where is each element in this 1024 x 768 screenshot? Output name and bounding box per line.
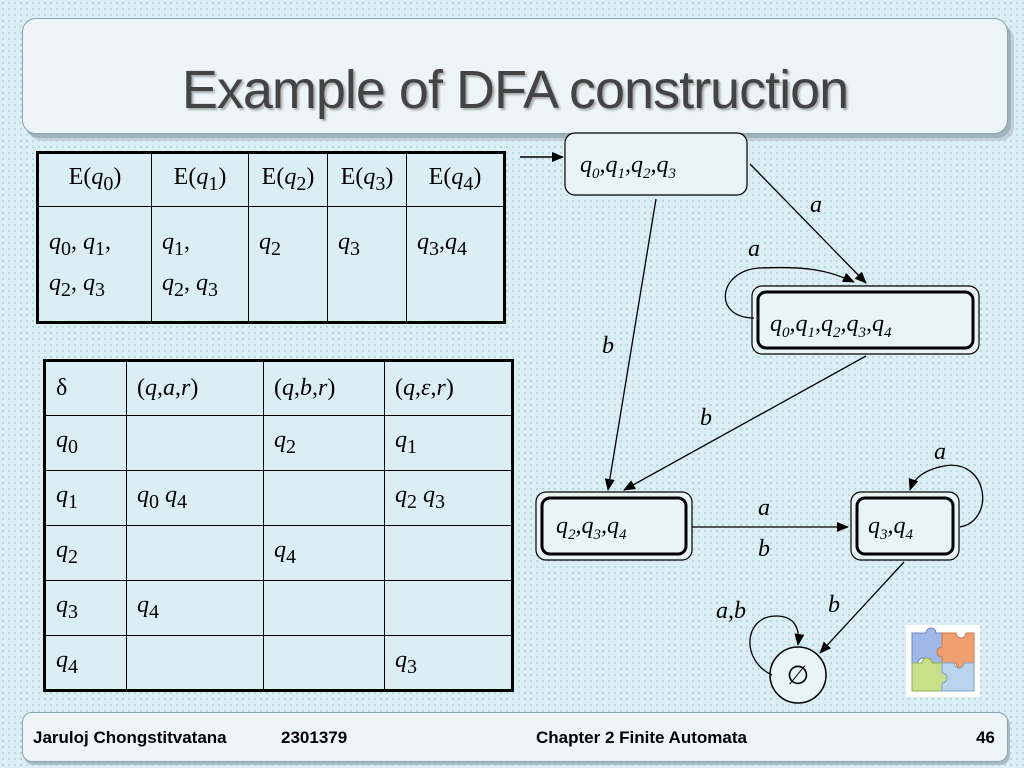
- dfa-state-accept: q3,q4: [850, 491, 960, 561]
- footer-author: Jaruloj Chongstitvatana: [33, 728, 227, 747]
- dfa-state-empty: ∅: [769, 646, 827, 704]
- eclosure-cell: q0, q1,q2, q3: [37, 206, 152, 323]
- svg-text:q2,q3,q4: q2,q3,q4: [556, 513, 627, 543]
- transition-arrow: [908, 464, 984, 528]
- table-row: q2 q4: [44, 525, 513, 581]
- eclosure-cell: q2: [248, 206, 328, 323]
- delta-state: q3: [44, 580, 127, 636]
- delta-state: q1: [44, 470, 127, 526]
- delta-cell: [126, 635, 264, 691]
- delta-header: (q,b,r): [263, 360, 385, 416]
- dfa-state-accept: q0,q1,q2,q3,q4: [751, 285, 980, 355]
- dfa-state-start: q0,q1,q2,q3: [564, 132, 748, 196]
- slide-title: Example of DFA construction: [181, 60, 849, 120]
- eclosure-cell: q1,q2, q3: [151, 206, 249, 323]
- delta-cell: [263, 635, 385, 691]
- delta-header: (q,ε,r): [384, 360, 513, 416]
- edge-label: a,b: [716, 598, 746, 624]
- edge-label: a: [748, 236, 760, 262]
- delta-header: δ: [44, 360, 127, 416]
- table-row: q0 q2 q1: [44, 415, 513, 471]
- delta-state: q4: [44, 635, 127, 691]
- title-box: Example of DFA construction: [22, 18, 1008, 134]
- svg-text:q0,q1,q2,q3,q4: q0,q1,q2,q3,q4: [770, 311, 892, 341]
- footer-page-number: 46: [976, 728, 995, 747]
- table-row: q4 q3: [44, 635, 513, 691]
- edge-label: b: [602, 333, 614, 359]
- transition-arrow: [749, 615, 805, 676]
- delta-cell: q3: [384, 635, 513, 691]
- transition-arrow: [819, 561, 905, 654]
- svg-text:∅: ∅: [787, 661, 810, 690]
- dfa-state-accept: q2,q3,q4: [535, 491, 693, 561]
- edge-label: b: [828, 592, 840, 618]
- transition-arrow: [604, 198, 657, 491]
- transition-arrow: [623, 355, 867, 491]
- transition-table: δ (q,a,r) (q,b,r) (q,ε,r) q0 q2 q1 q1 q0…: [43, 359, 514, 692]
- edge-label: b: [758, 536, 770, 562]
- delta-cell: [263, 470, 385, 526]
- edge-label: b: [700, 405, 712, 431]
- eclosure-header: E(q1): [151, 152, 249, 207]
- delta-cell: [384, 525, 513, 581]
- edge-label: a: [758, 495, 770, 521]
- transition-arrow: [724, 266, 855, 319]
- footer-chapter: Chapter 2 Finite Automata: [536, 728, 747, 747]
- eclosure-header: E(q3): [327, 152, 407, 207]
- edge-label: a: [810, 192, 822, 218]
- puzzle-icon: [906, 625, 980, 697]
- transition-arrow: [749, 163, 867, 284]
- footer: Jaruloj Chongstitvatana 2301379 Chapter …: [22, 712, 1008, 762]
- eclosure-cell: q3,q4: [406, 206, 505, 323]
- epsilon-closure-table: E(q0) E(q1) E(q2) E(q3) E(q4) q0, q1,q2,…: [36, 151, 506, 324]
- footer-course: 2301379: [281, 728, 348, 747]
- delta-cell: q2: [263, 415, 385, 471]
- eclosure-cell: q3: [327, 206, 407, 323]
- edge-label: a: [934, 439, 946, 465]
- eclosure-header: E(q4): [406, 152, 505, 207]
- delta-cell: [263, 580, 385, 636]
- delta-state: q0: [44, 415, 127, 471]
- svg-text:q3,q4: q3,q4: [868, 513, 914, 543]
- delta-cell: q0 q4: [126, 470, 264, 526]
